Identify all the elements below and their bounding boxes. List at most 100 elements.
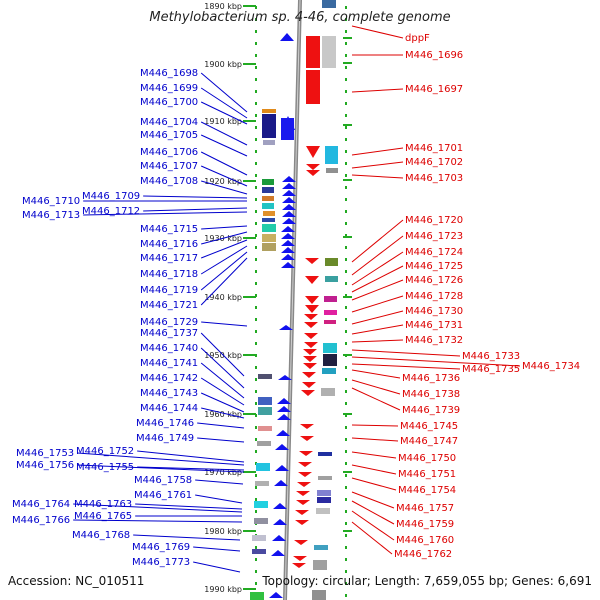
- track-dot: [345, 174, 347, 177]
- gene-connector-right: [351, 174, 404, 179]
- forward-gene-arrow: [281, 240, 295, 246]
- feature-box: [317, 490, 331, 496]
- track-dot: [345, 330, 347, 333]
- track-dot: [255, 510, 257, 513]
- reverse-gene-block: [306, 70, 320, 104]
- feature-box: [263, 140, 275, 145]
- gene-connector-left: [137, 450, 245, 463]
- reverse-gene-arrow: [296, 491, 310, 496]
- gene-connector-left: [200, 101, 248, 125]
- gene-label-right: M446_1696: [405, 50, 463, 61]
- gene-connector-left: [193, 561, 241, 573]
- track-dot: [255, 78, 257, 81]
- track-dot: [345, 66, 347, 69]
- gene-connector-left: [200, 239, 248, 259]
- track-dot: [255, 474, 257, 477]
- gene-connector-left: [200, 151, 248, 176]
- feature-box: [325, 146, 338, 164]
- track-dot: [345, 546, 347, 549]
- gene-connector-right: [351, 161, 404, 169]
- track-dot: [345, 306, 347, 309]
- gene-connector-left: [77, 452, 245, 466]
- track-dot: [345, 558, 347, 561]
- track-dot: [255, 30, 257, 33]
- track-dot: [255, 138, 257, 141]
- track-dot: [345, 498, 347, 501]
- track-dot: [345, 534, 347, 537]
- tick-label: 1900 kbp: [204, 60, 242, 69]
- gene-label-left: M446_1741: [140, 358, 198, 369]
- track-dot: [345, 234, 347, 237]
- reverse-gene-arrow: [305, 276, 319, 284]
- feature-box: [325, 276, 338, 282]
- feature-box: [254, 518, 268, 524]
- track-dot: [345, 594, 347, 597]
- feature-box: [250, 592, 264, 600]
- gene-connector-right: [351, 324, 404, 335]
- reverse-gene-arrow: [301, 390, 315, 396]
- gene-connector-left: [133, 534, 241, 541]
- track-dot: [345, 54, 347, 57]
- track-dot: [255, 282, 257, 285]
- feature-box: [313, 560, 327, 570]
- gene-connector-right: [351, 279, 404, 301]
- forward-gene-arrow: [273, 503, 287, 509]
- gene-connector-right: [351, 387, 401, 411]
- forward-gene-arrow: [271, 550, 285, 556]
- feature-box: [262, 243, 276, 251]
- forward-gene-arrow: [279, 325, 293, 330]
- forward-gene-arrow: [275, 444, 289, 450]
- tick-label: 1940 kbp: [204, 293, 242, 302]
- track-dot: [345, 126, 347, 129]
- gene-label-left: M446_1699: [140, 83, 198, 94]
- forward-gene-arrow: [277, 414, 291, 420]
- genome-summary-text: Topology: circular; Length: 7,659,055 bp…: [262, 574, 592, 588]
- track-dot: [255, 294, 257, 297]
- reverse-gene-arrow: [306, 164, 320, 170]
- gene-connector-left: [73, 503, 243, 513]
- gene-connector-right: [351, 25, 404, 39]
- reverse-gene-arrow: [305, 296, 319, 304]
- track-dot: [255, 42, 257, 45]
- reverse-gene-arrow: [294, 540, 308, 545]
- track-dot: [255, 558, 257, 561]
- forward-gene-arrow: [282, 211, 296, 217]
- gene-connector-left: [195, 494, 243, 504]
- gene-label-left: M446_1752: [76, 446, 134, 457]
- tick-label: 1920 kbp: [204, 177, 242, 186]
- feature-box: [321, 388, 335, 396]
- track-dot: [255, 210, 257, 213]
- reverse-gene-arrow: [292, 563, 306, 568]
- gene-connector-right: [351, 510, 395, 541]
- gene-label-left: M446_1713: [22, 210, 80, 221]
- feature-box: [262, 234, 276, 242]
- feature-box: [262, 224, 276, 232]
- track-dot: [255, 258, 257, 261]
- gene-connector-left: [200, 134, 248, 157]
- track-dot: [345, 366, 347, 369]
- feature-box: [325, 258, 338, 266]
- gene-connector-left: [73, 519, 243, 523]
- forward-gene-arrow: [274, 480, 288, 486]
- track-dot: [255, 234, 257, 237]
- feature-box: [322, 368, 336, 374]
- reverse-gene-arrow: [295, 520, 309, 525]
- forward-gene-arrow: [276, 430, 290, 436]
- gene-connector-left: [201, 407, 245, 419]
- track-dot: [345, 78, 347, 81]
- gene-label-right: M446_1751: [398, 469, 456, 480]
- gene-label-right: M446_1725: [405, 261, 463, 272]
- gene-connector-left: [200, 347, 245, 389]
- feature-box: [312, 590, 326, 600]
- gene-connector-left: [200, 165, 248, 187]
- forward-gene-arrow: [280, 33, 294, 41]
- gene-connector-right: [351, 464, 397, 475]
- gene-connector-left: [135, 503, 243, 510]
- forward-gene-arrow: [273, 519, 287, 525]
- feature-box: [262, 179, 274, 185]
- gene-label-right: M446_1738: [402, 389, 460, 400]
- gene-connector-left: [200, 251, 248, 291]
- gene-label-left: M446_1712: [82, 206, 140, 217]
- gene-connector-left: [143, 195, 248, 199]
- gene-label-left: M446_1705: [140, 130, 198, 141]
